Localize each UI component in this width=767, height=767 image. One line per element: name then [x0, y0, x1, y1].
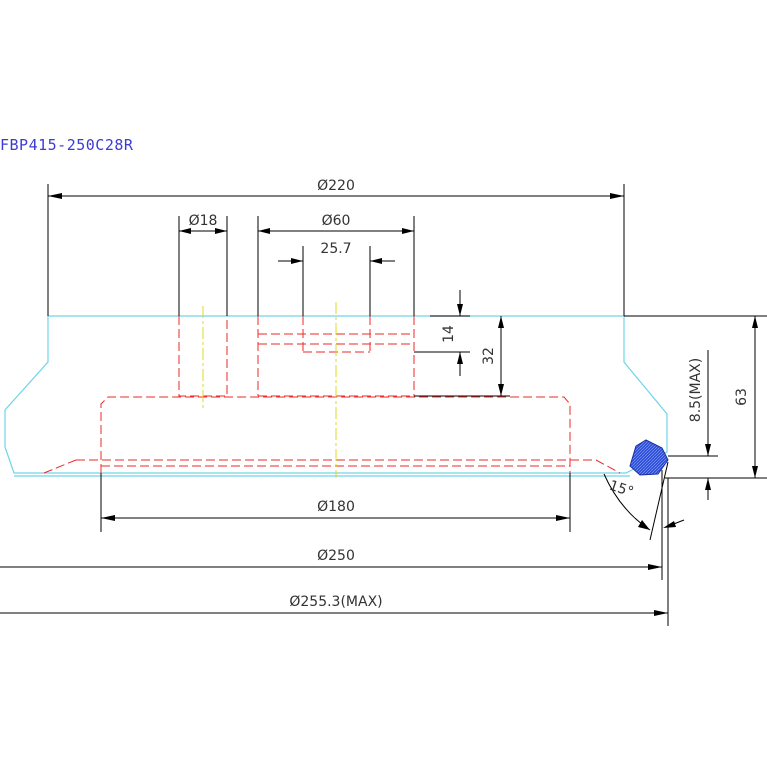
dim-14: 14	[414, 290, 470, 376]
dim-d255-3-max: Ø255.3(MAX)	[0, 478, 669, 626]
label-d180: Ø180	[317, 499, 355, 515]
insert-hatched	[629, 439, 669, 476]
label-32: 32	[481, 347, 497, 365]
label-25-7: 25.7	[320, 241, 351, 257]
label-d220: Ø220	[317, 178, 355, 194]
hidden-lines	[43, 316, 621, 474]
dim-angle-15: 15°	[603, 461, 685, 541]
label-angle-15: 15°	[607, 478, 636, 501]
dim-d220: Ø220	[47, 178, 625, 316]
body-outline	[4, 315, 668, 477]
label-63: 63	[734, 388, 750, 406]
dim-d60: Ø60	[257, 213, 415, 316]
dim-d180: Ø180	[100, 473, 571, 532]
dim-d18: Ø18	[178, 213, 228, 316]
dim-d250: Ø250	[0, 500, 663, 580]
label-d18: Ø18	[189, 213, 218, 229]
drawing-title: FBP415-250C28R	[0, 136, 134, 154]
dim-32: 32	[414, 316, 510, 397]
dim-63: 63	[624, 315, 767, 479]
label-14: 14	[441, 325, 457, 343]
label-d250: Ø250	[317, 548, 355, 564]
label-8-5-max: 8.5(MAX)	[688, 358, 704, 422]
dim-8-5-max: 8.5(MAX)	[668, 350, 718, 500]
label-d60: Ø60	[322, 213, 351, 229]
label-d255-3-max: Ø255.3(MAX)	[289, 594, 382, 610]
dim-25-7: 25.7	[278, 241, 395, 316]
center-lines	[202, 302, 337, 478]
